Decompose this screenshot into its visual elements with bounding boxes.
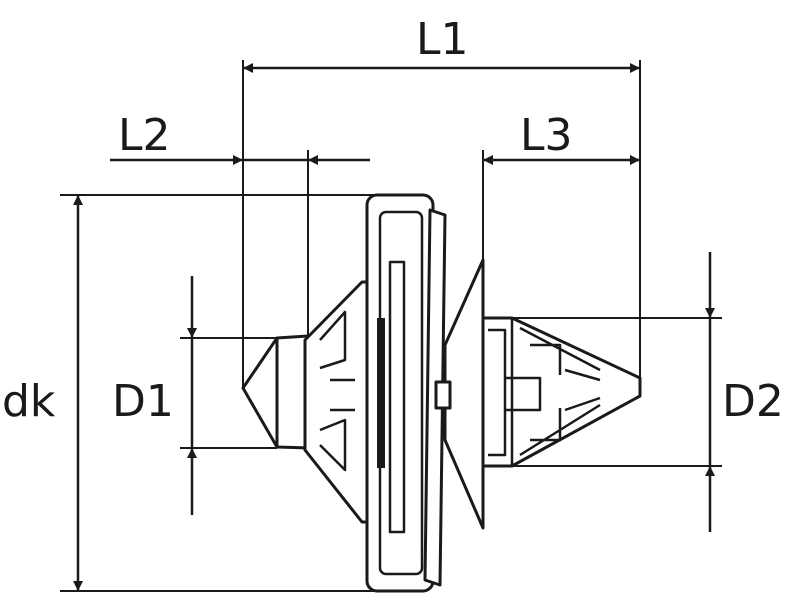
label-d1: D1	[112, 376, 174, 427]
label-l3: L3	[520, 110, 573, 161]
right-shank-detail	[488, 318, 601, 466]
head-core-solid	[377, 318, 385, 468]
head-core	[388, 260, 406, 534]
right-shank	[481, 316, 642, 468]
label-d2: D2	[722, 376, 784, 427]
label-l2: L2	[118, 110, 171, 161]
left-skirt-detail	[319, 310, 355, 472]
extension-lines	[60, 60, 722, 592]
seal-disc-hub	[434, 380, 452, 410]
left-cone-tip	[241, 336, 279, 449]
label-dk: dk	[2, 376, 56, 427]
label-l1: L1	[416, 14, 469, 65]
clip-body	[241, 193, 642, 593]
